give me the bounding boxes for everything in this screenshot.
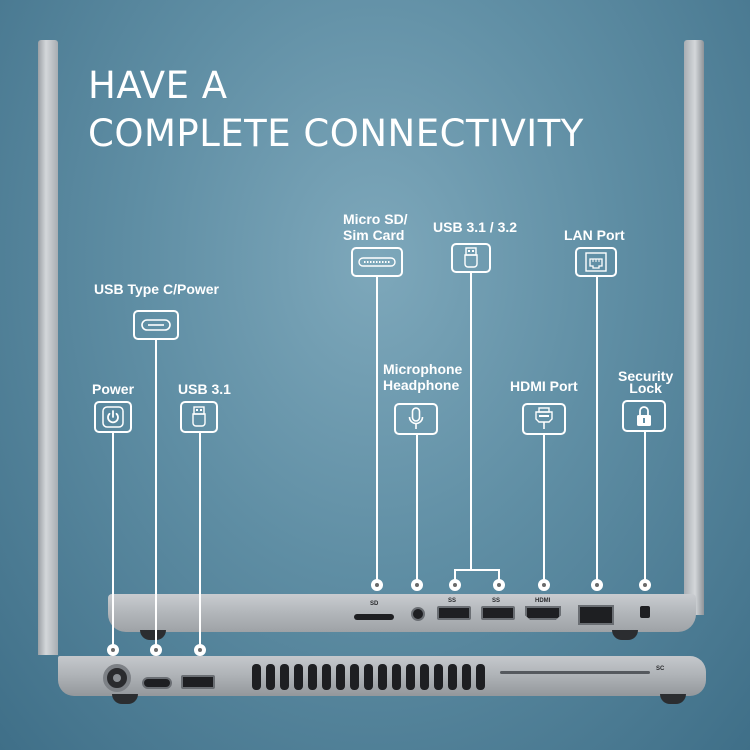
usb3132-callout-box bbox=[451, 243, 491, 273]
label-micro-sd: Micro SD/ Sim Card bbox=[343, 211, 408, 243]
hdmi-marking: HDMI bbox=[535, 598, 551, 604]
microphone-icon bbox=[408, 407, 424, 429]
hdmi-port bbox=[525, 606, 561, 620]
vent bbox=[462, 664, 471, 690]
audio-jack bbox=[411, 607, 425, 621]
vent bbox=[364, 664, 373, 690]
power-icon bbox=[102, 406, 124, 428]
ss-marking-right: SS bbox=[492, 598, 501, 604]
sd-marking: SD bbox=[370, 601, 379, 607]
label-security-lock-line2: Lock bbox=[629, 380, 662, 396]
usb3132-branch-left bbox=[454, 569, 456, 582]
security-lock-connector-dot bbox=[639, 579, 651, 591]
micro-sd-slot bbox=[354, 614, 394, 620]
microphone-connector-dot bbox=[411, 579, 423, 591]
lan-connector-line bbox=[596, 277, 598, 582]
micro-sd-connector-line bbox=[376, 277, 378, 582]
usb-port-left-side bbox=[181, 675, 215, 689]
usb-icon bbox=[192, 406, 206, 427]
usb31-connector-dot bbox=[194, 644, 206, 656]
laptop-foot bbox=[140, 630, 166, 640]
vent bbox=[350, 664, 359, 690]
label-microphone: Microphone Headphone bbox=[383, 361, 462, 393]
title-line-1: HAVE A bbox=[88, 64, 228, 107]
usb31-callout-box bbox=[180, 401, 218, 433]
micro-sd-callout-box bbox=[351, 247, 403, 277]
vent bbox=[434, 664, 443, 690]
label-usb-c-power: USB Type C/Power bbox=[94, 281, 219, 297]
vent bbox=[252, 664, 261, 690]
vent bbox=[406, 664, 415, 690]
page-title: HAVE A COMPLETE CONNECTIVITY bbox=[88, 62, 584, 158]
usb-port-right bbox=[481, 606, 515, 620]
usb-c-connector-dot bbox=[150, 644, 162, 656]
power-button-port bbox=[103, 664, 131, 692]
vent bbox=[322, 664, 331, 690]
power-callout-box bbox=[94, 401, 132, 433]
label-micro-sd-line1: Micro SD/ bbox=[343, 211, 408, 227]
lan-connector-dot bbox=[591, 579, 603, 591]
hdmi-connector-line bbox=[543, 435, 545, 582]
label-hdmi: HDMI Port bbox=[510, 378, 578, 394]
usb3132-connector-dot-right bbox=[493, 579, 505, 591]
security-lock-slot bbox=[640, 606, 650, 618]
usb3132-branch-right bbox=[498, 569, 500, 582]
security-lock-connector-line bbox=[644, 432, 646, 582]
usb3132-connector-dot-left bbox=[449, 579, 461, 591]
laptop-lid-right bbox=[684, 40, 704, 615]
hdmi-icon bbox=[535, 407, 553, 429]
laptop-lid-left bbox=[38, 40, 58, 655]
usb-c-connector-line bbox=[155, 340, 157, 650]
usb-c-callout-box bbox=[133, 310, 179, 340]
label-usb31: USB 3.1 bbox=[178, 381, 231, 397]
label-security-lock-line1: Security bbox=[618, 368, 674, 384]
laptop-foot bbox=[112, 694, 138, 704]
label-power: Power bbox=[92, 381, 135, 397]
label-lan: LAN Port bbox=[564, 227, 625, 243]
sd-card-icon bbox=[358, 257, 396, 267]
sc-marking: SC bbox=[656, 666, 665, 672]
vent bbox=[280, 664, 289, 690]
label-micro-sd-line2: Sim Card bbox=[343, 227, 405, 243]
vent bbox=[392, 664, 401, 690]
usb-port-left bbox=[437, 606, 471, 620]
usb-c-port bbox=[142, 677, 172, 689]
label-usb3132: USB 3.1 / 3.2 bbox=[433, 219, 518, 235]
usb3132-split-line bbox=[454, 569, 500, 571]
vent bbox=[308, 664, 317, 690]
label-microphone-line1: Microphone bbox=[383, 361, 463, 377]
vent bbox=[448, 664, 457, 690]
power-connector-line bbox=[112, 433, 114, 650]
usb-icon bbox=[464, 247, 478, 268]
smart-card-slot bbox=[500, 671, 650, 674]
vent bbox=[266, 664, 275, 690]
lock-icon bbox=[637, 406, 651, 426]
vent bbox=[420, 664, 429, 690]
laptop-foot bbox=[660, 694, 686, 704]
vent bbox=[476, 664, 485, 690]
vent bbox=[294, 664, 303, 690]
micro-sd-connector-dot bbox=[371, 579, 383, 591]
power-connector-dot bbox=[107, 644, 119, 656]
label-microphone-line2: Headphone bbox=[383, 377, 460, 393]
ss-marking-left: SS bbox=[448, 598, 457, 604]
usb3132-connector-line bbox=[470, 273, 472, 571]
hdmi-connector-dot bbox=[538, 579, 550, 591]
lan-callout-box bbox=[575, 247, 617, 277]
usb31-connector-line bbox=[199, 433, 201, 650]
usb-c-icon bbox=[141, 319, 171, 331]
microphone-connector-line bbox=[416, 435, 418, 582]
label-security-lock: Security Lock bbox=[618, 368, 674, 396]
ethernet-icon bbox=[585, 252, 607, 272]
vent bbox=[378, 664, 387, 690]
microphone-callout-box bbox=[394, 403, 438, 435]
security-lock-callout-box bbox=[622, 400, 666, 432]
hdmi-callout-box bbox=[522, 403, 566, 435]
laptop-foot bbox=[612, 630, 638, 640]
vent bbox=[336, 664, 345, 690]
lan-port bbox=[578, 605, 614, 625]
title-line-2: COMPLETE CONNECTIVITY bbox=[88, 112, 584, 155]
